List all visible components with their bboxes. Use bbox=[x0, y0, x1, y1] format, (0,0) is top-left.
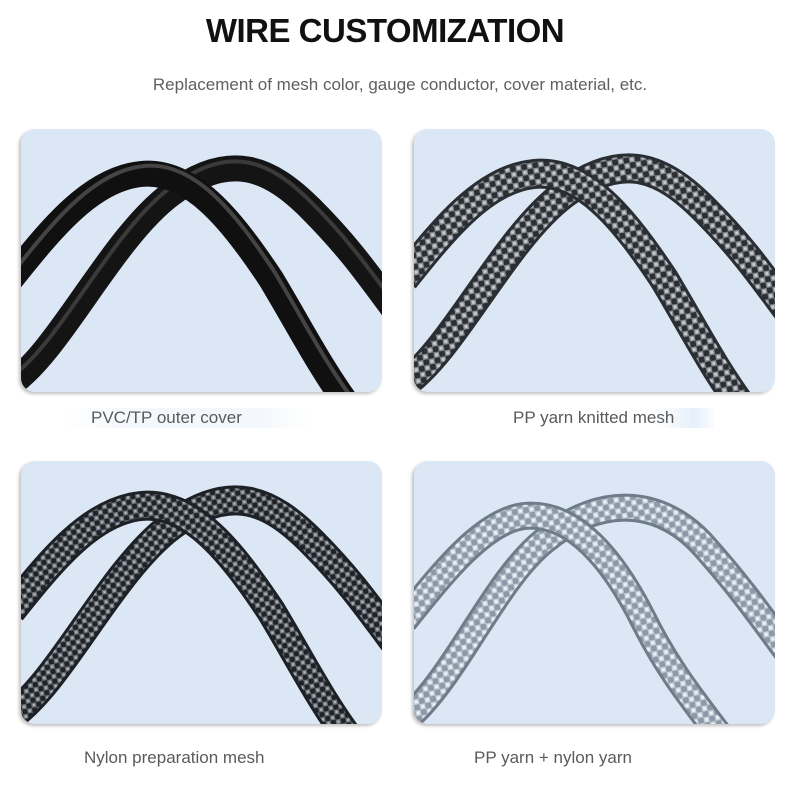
option-card-pvc-tp bbox=[21, 129, 382, 392]
dark-braided-cable-icon bbox=[414, 153, 775, 392]
option-label: Nylon preparation mesh bbox=[84, 748, 265, 767]
option-card-nylon-mesh bbox=[21, 461, 382, 724]
page-title: WIRE CUSTOMIZATION bbox=[205, 12, 565, 49]
option-label: PP yarn + nylon yarn bbox=[474, 748, 632, 767]
black-smooth-cable-icon bbox=[21, 155, 382, 392]
option-card-pp-yarn-knitted bbox=[414, 129, 775, 392]
black-braided-cable-icon bbox=[21, 485, 382, 724]
page-subtitle: Replacement of mesh color, gauge conduct… bbox=[152, 75, 648, 94]
option-card-pp-nylon-yarn bbox=[414, 461, 775, 724]
silver-braided-cable-icon bbox=[414, 493, 775, 724]
option-label: PVC/TP outer cover bbox=[60, 408, 310, 428]
option-label: PP yarn knitted mesh bbox=[513, 408, 715, 428]
